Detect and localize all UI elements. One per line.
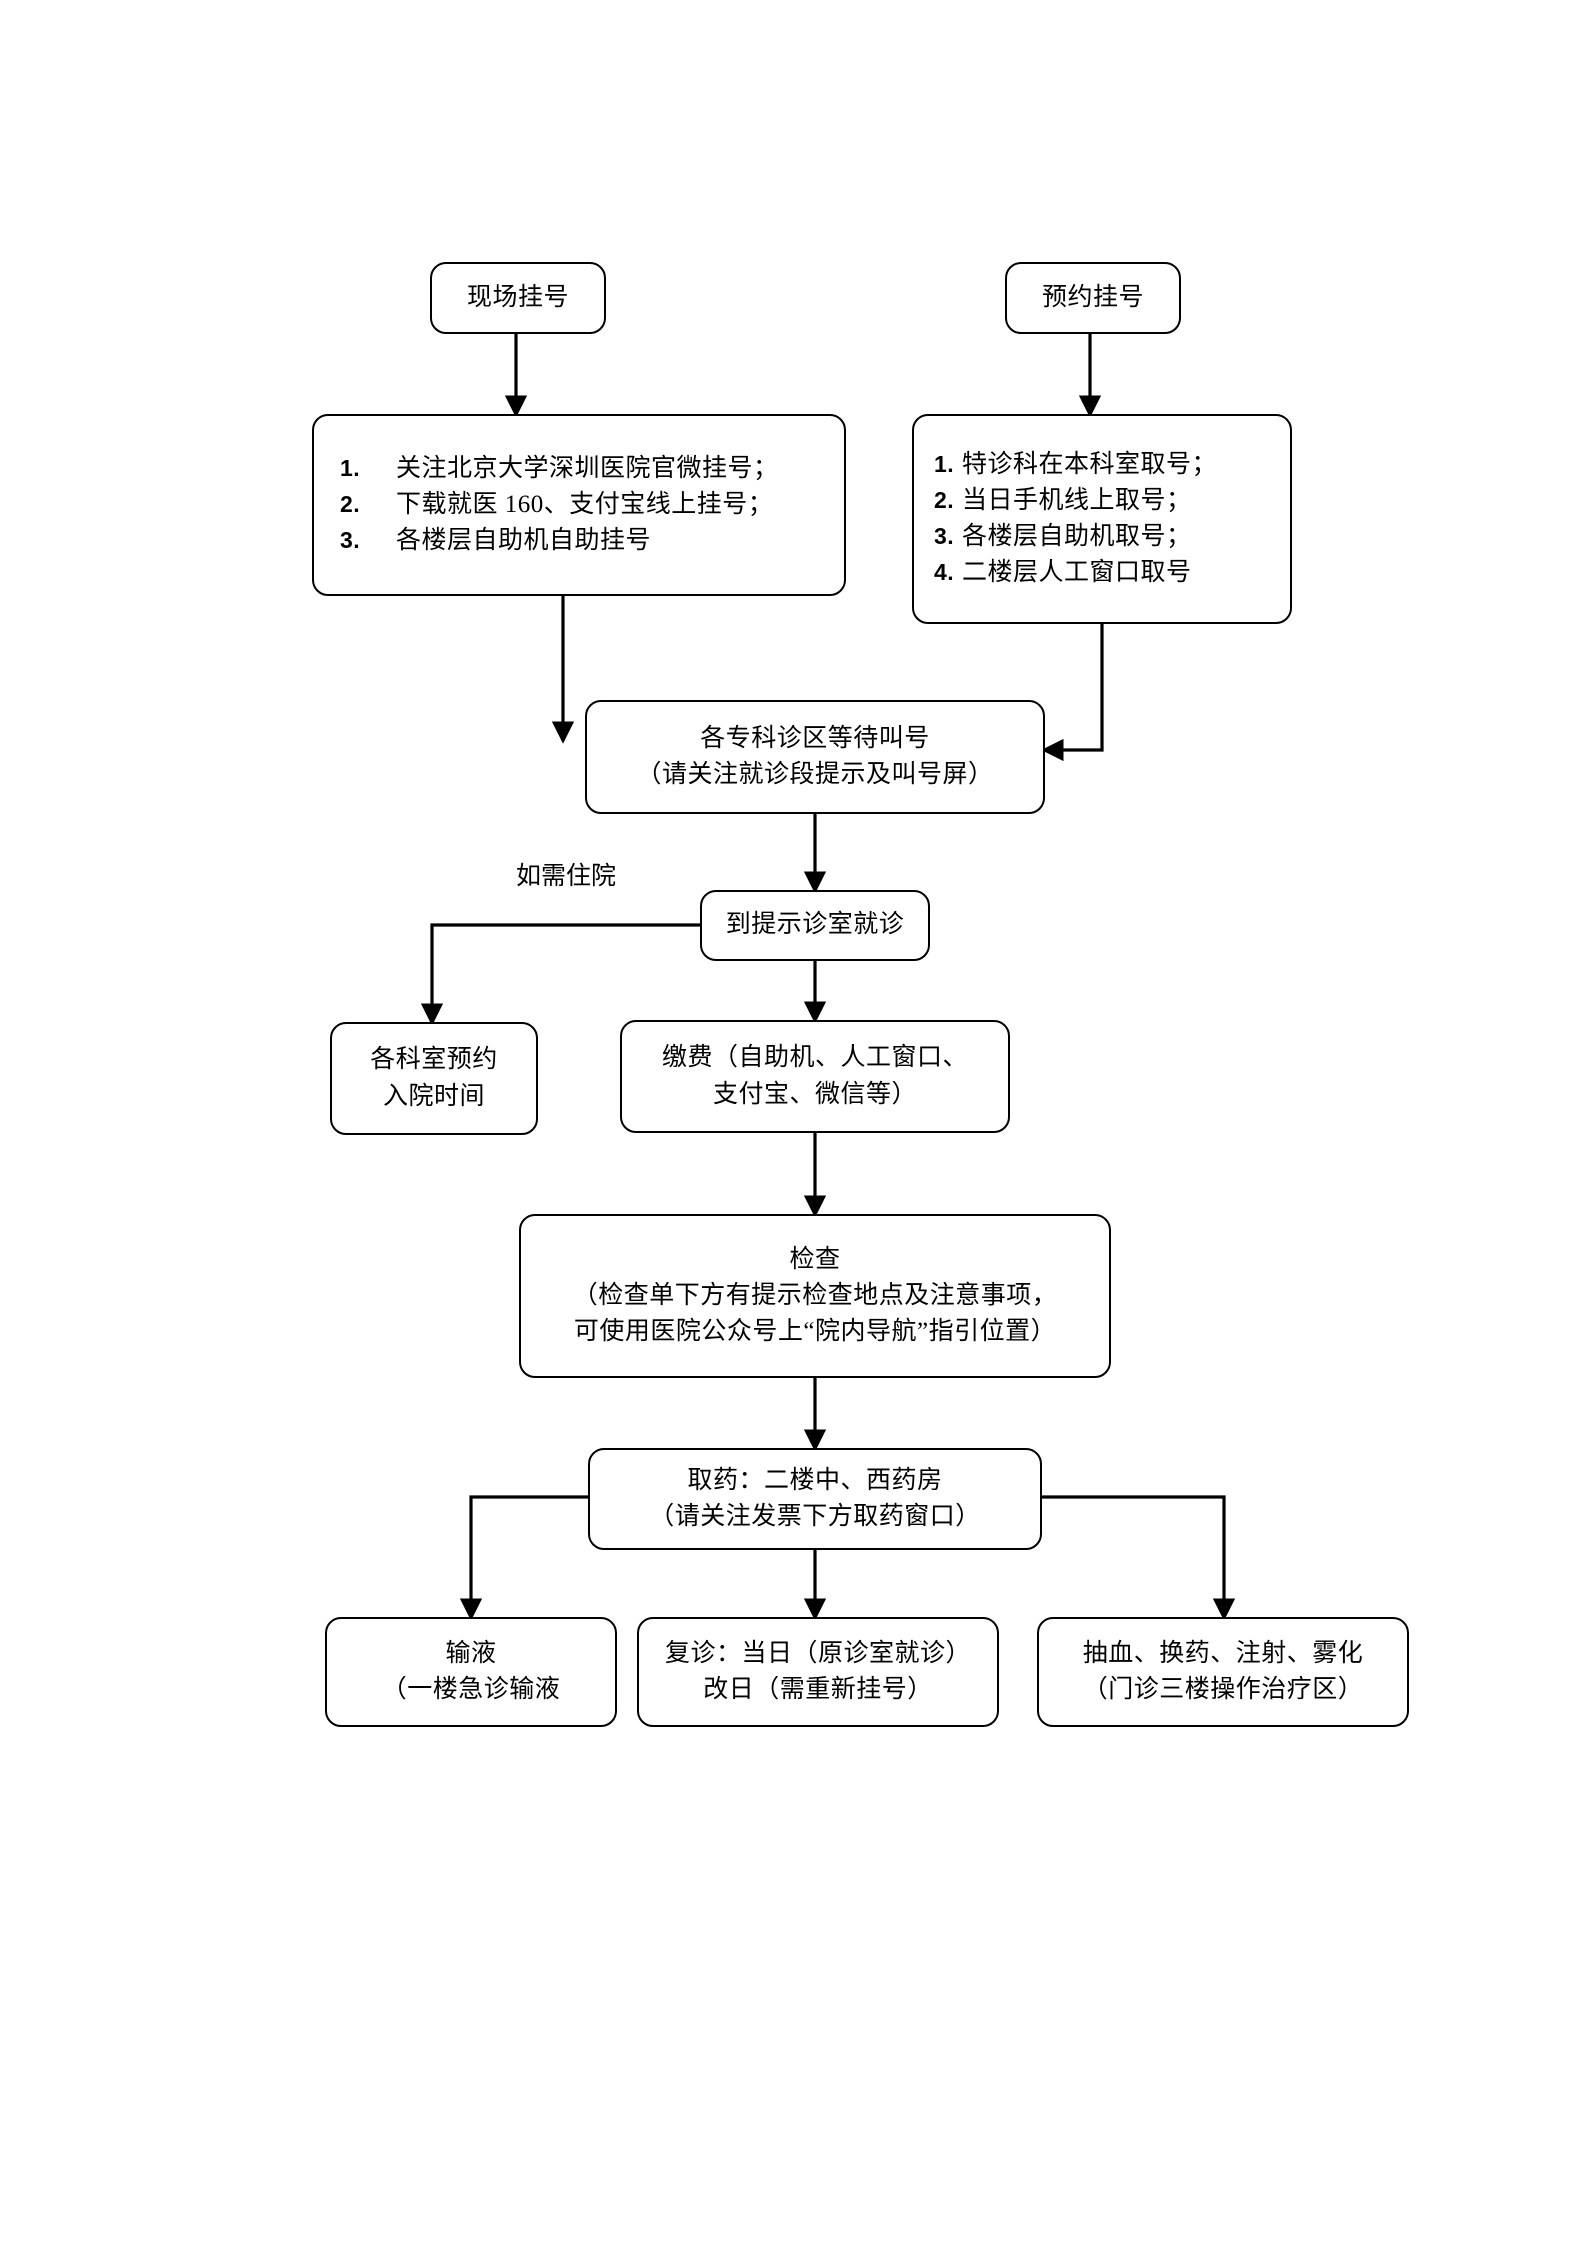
list-item-number: 3.: [340, 527, 361, 554]
list-item-number: 4.: [934, 559, 955, 586]
node-waiting-area[interactable]: 各专科诊区等待叫号 （请关注就诊段提示及叫号屏）: [585, 700, 1045, 814]
node-follow-up-line-1: 改日（需重新挂号）: [703, 1676, 933, 1703]
node-infusion-line-0: 输液: [445, 1639, 497, 1667]
list-item-number: 1.: [934, 450, 955, 477]
list-item-text: 各楼层自助机取号；: [962, 523, 1192, 550]
list-item-text: 二楼层人工窗口取号: [962, 559, 1192, 587]
node-examination-line-1: （检查单下方有提示检查地点及注意事项，: [572, 1281, 1058, 1309]
edge-pharmacy-to-procedures: [1042, 1495, 1236, 1621]
node-onsite-registration[interactable]: 现场挂号: [430, 262, 606, 334]
list-item-text: 关注北京大学深圳医院官微挂号；: [396, 454, 779, 482]
node-procedures-line-1: （门诊三楼操作治疗区）: [1082, 1676, 1364, 1703]
node-consultation-room[interactable]: 到提示诊室就诊: [700, 890, 930, 961]
edge-consultation-to-admission: [420, 923, 700, 1026]
node-consultation-room-line-0: 到提示诊室就诊: [725, 911, 905, 939]
edge-label-if-admission-needed: 如需住院: [516, 856, 616, 892]
node-onsite-methods[interactable]: 1. 关注北京大学深圳医院官微挂号； 2. 下载就医 160、支付宝线上挂号； …: [312, 414, 846, 596]
list-item: 2. 下载就医 160、支付宝线上挂号；: [340, 487, 773, 523]
list-item-text: 特诊科在本科室取号；: [962, 450, 1218, 478]
node-follow-up-line-0: 复诊：当日（原诊室就诊）: [664, 1639, 971, 1667]
node-procedures[interactable]: 抽血、换药、注射、雾化 （门诊三楼操作治疗区）: [1037, 1617, 1409, 1727]
edge-pharmacy-to-infusion: [459, 1495, 588, 1621]
node-infusion[interactable]: 输液 （一楼急诊输液: [325, 1617, 617, 1727]
node-pharmacy[interactable]: 取药：二楼中、西药房 （请关注发票下方取药窗口）: [588, 1448, 1042, 1550]
list-item-number: 1.: [340, 454, 361, 481]
node-appointment-methods[interactable]: 1. 特诊科在本科室取号； 2. 当日手机线上取号； 3. 各楼层自助机取号； …: [912, 414, 1292, 624]
list-item-text: 各楼层自助机自助挂号: [396, 527, 652, 555]
node-examination-line-2: 可使用医院公众号上“院内导航”指引位置）: [573, 1318, 1057, 1346]
node-pharmacy-line-0: 取药：二楼中、西药房: [687, 1466, 943, 1494]
node-onsite-registration-line-0: 现场挂号: [466, 283, 569, 311]
list-item-number: 2.: [340, 490, 361, 517]
node-admission-booking[interactable]: 各科室预约 入院时间: [330, 1022, 538, 1135]
node-admission-booking-line-0: 各科室预约: [370, 1046, 498, 1074]
list-item: 3. 各楼层自助机自助挂号: [340, 523, 651, 559]
edge-label-text: 如需住院: [516, 863, 617, 890]
list-item: 4. 二楼层人工窗口取号: [934, 555, 1192, 591]
list-item: 1. 关注北京大学深圳医院官微挂号；: [340, 451, 779, 487]
node-follow-up[interactable]: 复诊：当日（原诊室就诊） 改日（需重新挂号）: [637, 1617, 999, 1727]
node-waiting-area-line-0: 各专科诊区等待叫号: [700, 724, 930, 752]
node-payment-line-1: 支付宝、微信等）: [712, 1080, 917, 1108]
edge-appointment-methods-to-waiting: [1041, 624, 1104, 762]
list-item-text: 当日手机线上取号；: [962, 486, 1192, 514]
list-item: 1. 特诊科在本科室取号；: [934, 447, 1217, 483]
node-waiting-area-line-1: （请关注就诊段提示及叫号屏）: [636, 761, 994, 788]
node-procedures-line-0: 抽血、换药、注射、雾化: [1082, 1639, 1364, 1667]
node-examination[interactable]: 检查 （检查单下方有提示检查地点及注意事项， 可使用医院公众号上“院内导航”指引…: [519, 1214, 1111, 1378]
node-pharmacy-line-1: （请关注发票下方取药窗口）: [649, 1503, 981, 1530]
list-item-number: 3.: [934, 523, 955, 549]
node-examination-line-0: 检查: [789, 1245, 841, 1273]
list-item: 2. 当日手机线上取号；: [934, 483, 1192, 519]
node-appointment-registration-line-0: 预约挂号: [1041, 283, 1144, 311]
node-infusion-line-1: （一楼急诊输液: [381, 1676, 561, 1703]
list-item: 3. 各楼层自助机取号；: [934, 519, 1192, 555]
node-admission-booking-line-1: 入院时间: [382, 1082, 485, 1110]
node-payment[interactable]: 缴费（自助机、人工窗口、 支付宝、微信等）: [620, 1020, 1010, 1133]
list-item-number: 2.: [934, 486, 955, 513]
list-item-text: 下载就医 160、支付宝线上挂号；: [396, 490, 774, 518]
node-payment-line-0: 缴费（自助机、人工窗口、: [661, 1044, 968, 1072]
node-appointment-registration[interactable]: 预约挂号: [1005, 262, 1181, 334]
